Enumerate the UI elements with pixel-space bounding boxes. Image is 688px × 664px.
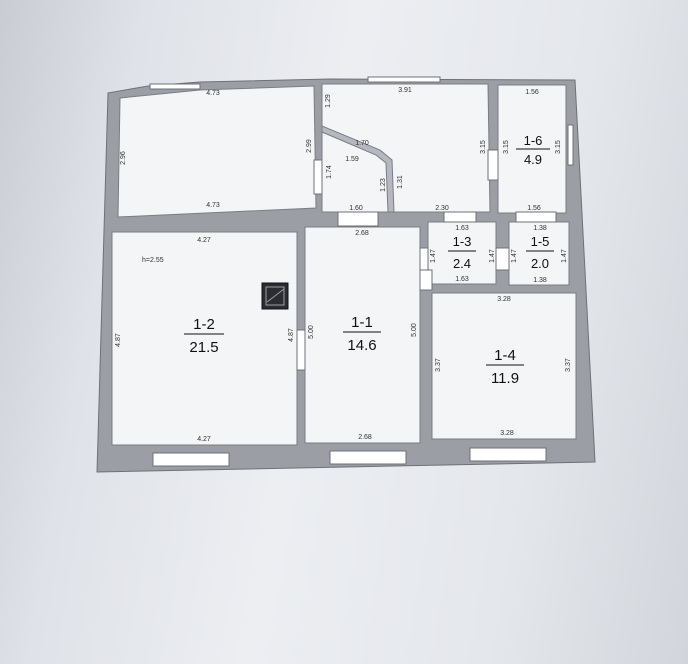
door-3 — [487, 149, 499, 181]
partition-lines — [321, 125, 395, 213]
room-shapes — [111, 83, 577, 446]
door-7 — [495, 247, 510, 271]
room-1-2-area: 21.5 — [189, 339, 218, 356]
door-1 — [313, 159, 323, 195]
room-top-left — [117, 85, 317, 218]
dim-label: 5.00 — [411, 323, 418, 337]
dim-label: 1.47 — [430, 249, 437, 263]
dim-label: 2.68 — [358, 434, 372, 441]
dim-label: 3.37 — [565, 358, 572, 372]
window-right — [567, 124, 574, 166]
room-1-6-id: 1-6 — [524, 133, 543, 148]
doors — [296, 149, 557, 371]
dim-label: 4.73 — [206, 202, 220, 209]
door-9 — [419, 269, 433, 291]
window-bottom-2 — [329, 450, 407, 465]
room-labels: 1-2 21.5 1-1 14.6 1-4 11.9 1-6 4.9 1-3 2… — [184, 133, 554, 387]
dim-label: 1.70 — [355, 140, 369, 147]
dim-label: 4.87 — [115, 333, 122, 347]
dim-label: 4.73 — [206, 90, 220, 97]
dim-label: 2.99 — [306, 139, 313, 153]
dim-label: 1.60 — [349, 205, 363, 212]
door-8 — [296, 329, 306, 371]
window-bottom-1 — [152, 452, 230, 467]
window-top-2 — [367, 76, 441, 83]
window-top-1 — [149, 83, 201, 90]
dim-label: 1.74 — [326, 165, 333, 179]
windows — [149, 76, 574, 467]
dim-label: 5.00 — [308, 325, 315, 339]
room-top-center — [321, 83, 491, 213]
room-1-1-shape — [304, 226, 421, 444]
dim-label: 3.37 — [435, 358, 442, 372]
dim-label: 1.47 — [489, 249, 496, 263]
room-1-3-area: 2.4 — [453, 256, 471, 271]
door-4 — [443, 211, 477, 223]
dim-label: 1.47 — [511, 249, 518, 263]
room-1-5-shape — [508, 221, 570, 286]
dim-label: 1.38 — [533, 277, 547, 284]
dimension-labels: 4.73 4.73 2.96 2.99 3.91 1.29 1.70 1.59 … — [115, 87, 572, 443]
dim-label: 4.27 — [197, 237, 211, 244]
room-1-4-shape — [431, 292, 577, 440]
dim-label: 1.63 — [455, 225, 469, 232]
room-1-5-area: 2.0 — [531, 256, 549, 271]
dim-label: 2.96 — [120, 151, 127, 165]
dim-label: 3.15 — [555, 140, 562, 154]
room-1-4-id: 1-4 — [494, 347, 516, 364]
room-1-3-id: 1-3 — [453, 234, 472, 249]
room-1-6-area: 4.9 — [524, 152, 542, 167]
room-1-5-id: 1-5 — [531, 234, 550, 249]
dim-label: 2.68 — [355, 230, 369, 237]
dim-label: 4.27 — [197, 436, 211, 443]
dim-label: 1.59 — [345, 156, 359, 163]
diagonal-partition — [321, 125, 395, 213]
room-1-1-id: 1-1 — [351, 314, 373, 331]
room-1-2-shape — [111, 231, 298, 446]
door-2 — [337, 211, 379, 227]
dim-label: 1.29 — [325, 94, 332, 108]
dim-label: 3.15 — [480, 140, 487, 154]
room-1-1-area: 14.6 — [347, 337, 376, 354]
dim-label: 1.56 — [527, 205, 541, 212]
dim-label: 1.31 — [397, 175, 404, 189]
dim-label: 1.38 — [533, 225, 547, 232]
dim-label: 1.47 — [561, 249, 568, 263]
dim-label: 3.91 — [398, 87, 412, 94]
ceiling-height: h=2.55 — [142, 257, 164, 264]
dim-label: 3.28 — [500, 430, 514, 437]
door-5 — [515, 211, 557, 223]
room-1-2-id: 1-2 — [193, 316, 215, 333]
stove-icon — [261, 282, 289, 310]
dim-label: 3.28 — [497, 296, 511, 303]
door-6 — [419, 247, 429, 271]
dim-label: 4.87 — [288, 328, 295, 342]
dim-label: 2.30 — [435, 205, 449, 212]
dim-label: 1.63 — [455, 276, 469, 283]
dim-label: 3.15 — [503, 140, 510, 154]
room-1-4-area: 11.9 — [491, 370, 519, 387]
dim-label: 1.56 — [525, 89, 539, 96]
window-bottom-3 — [469, 447, 547, 462]
dim-label: 1.23 — [380, 178, 387, 192]
